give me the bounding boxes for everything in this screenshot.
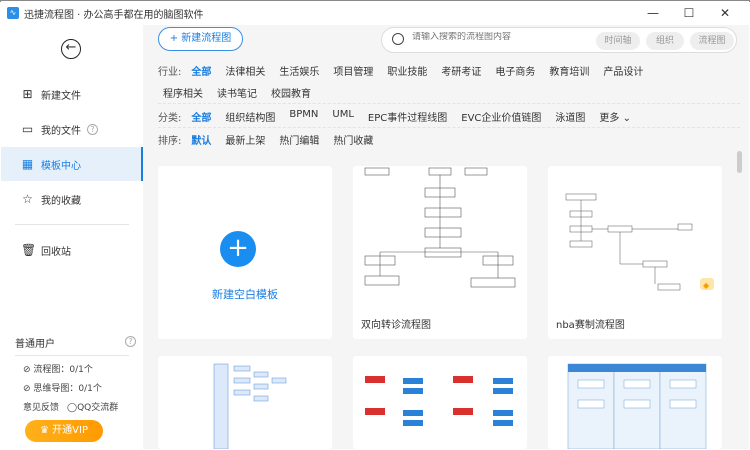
open-vip-button[interactable]: ♛ 开通VIP	[25, 420, 103, 442]
filter-option[interactable]: 电子商务	[495, 67, 536, 78]
feedback-link[interactable]: 意见反馈	[23, 403, 60, 413]
filter-option[interactable]: 教育培训	[549, 67, 590, 78]
filter-option[interactable]: 校园教育	[271, 89, 311, 100]
divider	[15, 224, 129, 225]
minimize-button[interactable]: —	[647, 6, 659, 20]
template-card[interactable]	[353, 356, 527, 449]
template-card[interactable]: 双向转诊流程图	[353, 166, 527, 339]
divider	[158, 127, 740, 128]
template-thumbnail	[365, 376, 513, 426]
vip-label: 开通VIP	[52, 425, 88, 436]
sidebar-item-label: 我的文件	[41, 125, 81, 137]
industry-filter-row2: 程序相关 读书笔记 校园教育	[163, 85, 325, 100]
grid-icon: ▦	[21, 156, 34, 171]
filter-option[interactable]: 全部	[191, 67, 212, 78]
folder-icon: ▭	[21, 121, 34, 136]
user-type: 普通用户	[15, 339, 55, 350]
sidebar-item-templates[interactable]: ▦ 模板中心	[1, 147, 143, 181]
close-button[interactable]: ✕	[719, 6, 731, 20]
card-title: 双向转诊流程图	[361, 320, 431, 331]
search-bar: 时间轴 组织 流程图	[381, 27, 737, 53]
filter-option[interactable]: 泳道图	[555, 113, 586, 124]
filter-option[interactable]: 产品设计	[603, 67, 644, 78]
filter-option[interactable]: 读书笔记	[217, 89, 257, 100]
search-input[interactable]	[412, 32, 582, 42]
help-icon[interactable]: ?	[125, 336, 136, 347]
sort-option[interactable]: 热门收藏	[333, 136, 374, 147]
filter-option[interactable]: EVC企业价值链图	[461, 113, 542, 124]
template-card[interactable]: ◆ nba赛制流程图	[548, 166, 722, 339]
sidebar-item-favorites[interactable]: ☆ 我的收藏	[1, 182, 143, 216]
filter-option[interactable]: 职业技能	[387, 67, 428, 78]
help-icon[interactable]: ?	[87, 123, 98, 135]
qq-label: QQ交流群	[77, 403, 119, 413]
sort-filter: 排序: 默认 最新上架 热门编辑 热门收藏	[158, 132, 387, 147]
trash-icon: 🗑	[21, 242, 37, 257]
app-logo-icon: ∿	[7, 7, 19, 19]
template-thumbnail	[567, 363, 707, 449]
window-title: 迅捷流程图 · 办公高手都在用的脑图软件	[24, 9, 204, 21]
new-blank-template-card[interactable]: + 新建空白模板	[158, 166, 332, 339]
more-dropdown[interactable]: 更多 ⌄	[599, 113, 631, 124]
template-thumbnail	[213, 363, 287, 449]
divider	[158, 103, 740, 104]
filter-label: 排序:	[158, 136, 182, 147]
maximize-button[interactable]: ☐	[683, 6, 695, 20]
chip-org[interactable]: 组织	[646, 32, 684, 50]
industry-filter: 行业: 全部 法律相关 生活娱乐 项目管理 职业技能 考研考证 电子商务 教育培…	[158, 63, 657, 78]
flowchart-quota: ⊘ 流程图：0/1个	[23, 365, 93, 375]
sort-option[interactable]: 热门编辑	[279, 136, 320, 147]
filter-option[interactable]: BPMN	[289, 109, 319, 120]
template-card[interactable]	[158, 356, 332, 449]
chip-timeline[interactable]: 时间轴	[596, 32, 640, 50]
filter-option[interactable]: EPC事件过程线图	[367, 113, 448, 124]
sidebar-item-my-files[interactable]: ▭ 我的文件?	[1, 112, 143, 146]
filter-label: 分类:	[158, 113, 182, 124]
category-filter: 分类: 全部 组织结构图 BPMN UML EPC事件过程线图 EVC企业价值链…	[158, 109, 645, 124]
sidebar-item-label: 回收站	[41, 246, 71, 258]
card-title: nba赛制流程图	[556, 320, 625, 331]
sort-option[interactable]: 默认	[191, 136, 212, 147]
new-flowchart-button[interactable]: + 新建流程图	[158, 27, 243, 51]
scrollbar-thumb[interactable]	[737, 151, 742, 173]
template-thumbnail	[565, 193, 714, 291]
filter-option[interactable]: 程序相关	[163, 89, 203, 100]
card-title: 新建空白模板	[212, 288, 278, 301]
crown-icon: ♛	[40, 425, 53, 436]
plus-square-icon: ⊞	[22, 86, 33, 101]
qq-icon: ◯	[67, 403, 78, 413]
plus-icon: +	[220, 231, 256, 267]
chip-flowchart[interactable]: 流程图	[690, 32, 734, 50]
back-arrow-icon[interactable]: ←	[61, 39, 81, 59]
sidebar-item-label: 模板中心	[41, 160, 81, 172]
sort-option[interactable]: 最新上架	[225, 136, 266, 147]
sidebar: ← ⊞ 新建文件 ▭ 我的文件? ▦ 模板中心 ☆ 我的收藏 🗑 回收站 普通用户 ? ⊘…	[1, 25, 143, 449]
template-card[interactable]	[548, 356, 722, 449]
filter-option[interactable]: UML	[332, 109, 354, 120]
search-icon	[392, 33, 404, 45]
sidebar-item-new-file[interactable]: ⊞ 新建文件	[1, 77, 143, 111]
qq-group-link[interactable]: ◯QQ交流群	[67, 400, 118, 413]
template-center: + 新建流程图 时间轴 组织 流程图 行业: 全部 法律相关 生活娱乐 项目管理…	[143, 25, 749, 449]
quota-text: 思维导图：0/1个	[33, 384, 102, 394]
sidebar-item-label: 新建文件	[41, 90, 81, 102]
filter-option[interactable]: 项目管理	[333, 67, 374, 78]
vip-badge-icon: ◆	[703, 281, 710, 290]
title-bar: ∿ 迅捷流程图 · 办公高手都在用的脑图软件 — ☐ ✕	[1, 1, 749, 25]
star-icon: ☆	[22, 191, 33, 206]
template-thumbnail	[364, 167, 516, 288]
filter-option[interactable]: 组织结构图	[225, 113, 276, 124]
filter-option[interactable]: 法律相关	[225, 67, 266, 78]
filter-option[interactable]: 生活娱乐	[279, 67, 320, 78]
divider	[15, 355, 129, 356]
filter-label: 行业:	[158, 67, 182, 78]
quota-text: 流程图：0/1个	[33, 365, 93, 375]
sidebar-item-label: 我的收藏	[41, 195, 81, 207]
filter-option[interactable]: 考研考证	[441, 67, 482, 78]
filter-option[interactable]: 全部	[191, 113, 212, 124]
mindmap-quota: ⊘ 思维导图：0/1个	[23, 384, 102, 394]
sidebar-item-trash[interactable]: 🗑 回收站	[1, 233, 143, 267]
